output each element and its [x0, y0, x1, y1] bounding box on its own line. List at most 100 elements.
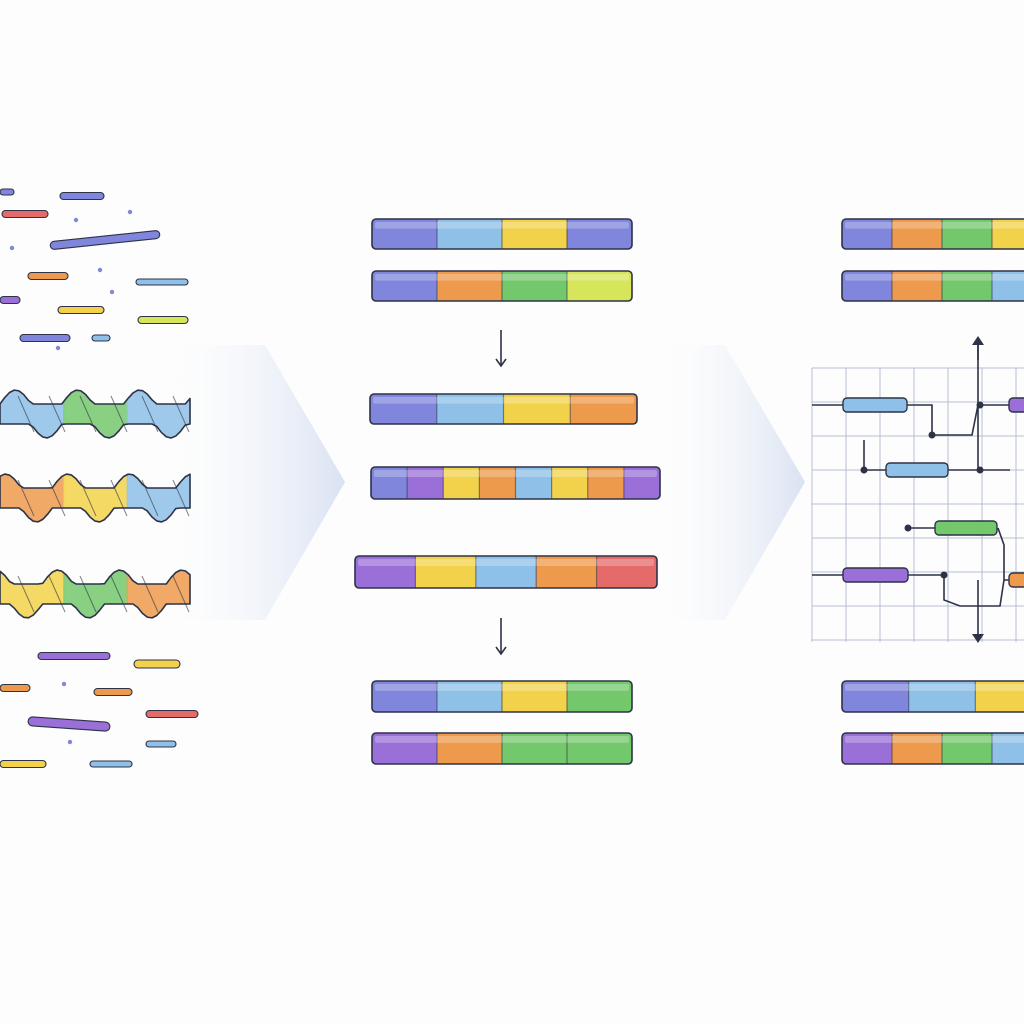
network-down-arrow — [972, 634, 984, 643]
strand-segment — [63, 474, 128, 522]
assembly-strip-top-1 — [371, 218, 633, 250]
connection-wire — [863, 440, 886, 471]
strand-segment — [0, 570, 65, 618]
assembly-strip-bottom-2-segment — [437, 733, 503, 764]
assembly-strip-top-1-segment — [437, 219, 503, 249]
network-node — [934, 520, 998, 536]
assembly-strip-middle-3 — [354, 555, 658, 589]
dna-fragment — [0, 759, 47, 769]
network-strip-top-1-segment — [842, 219, 893, 249]
assembly-strip-bottom-1-segment — [437, 681, 503, 712]
dna-fragment — [57, 305, 105, 315]
network-strip-top-1-segment — [992, 219, 1024, 249]
network-node — [1008, 572, 1024, 588]
assembly-strip-middle-2-segment — [443, 467, 480, 499]
assembly-strip-middle-1-segment — [370, 394, 438, 424]
dna-fragment — [27, 271, 69, 281]
network-up-arrow — [972, 336, 984, 360]
assembly-strip-middle-1-segment — [570, 394, 637, 424]
assembly-strip-top-2-segment — [502, 271, 568, 301]
fragment-dot — [97, 267, 103, 273]
dna-fragment — [0, 188, 15, 196]
network-node — [842, 567, 909, 583]
dna-fragment — [19, 333, 71, 343]
assembly-strip-middle-3-segment — [596, 556, 657, 588]
flow-chevron-1 — [150, 345, 345, 620]
network-strip-top-2-segment — [892, 271, 943, 301]
network-strip-top-2-segment — [942, 271, 993, 301]
network-node — [842, 397, 908, 413]
dna-fragment — [1, 209, 49, 219]
dna-fragment — [133, 659, 181, 669]
assembly-strip-middle-3-segment — [355, 556, 416, 588]
network-strip-top-2-segment — [842, 271, 893, 301]
connection-wire — [907, 404, 1010, 436]
assembly-strip-bottom-1-segment — [502, 681, 568, 712]
assembly-strip-bottom-1-segment — [372, 681, 438, 712]
dna-fragment — [93, 687, 133, 697]
dna-fragment — [145, 740, 177, 748]
assembly-strip-middle-1 — [369, 393, 638, 425]
assembly-strip-bottom-2 — [371, 732, 633, 765]
network-strip-bottom-1-segment — [908, 681, 976, 712]
network-strip-bottom-2-segment — [992, 733, 1024, 764]
network-strip-top-1-segment — [942, 219, 993, 249]
dna-fragment — [135, 278, 189, 286]
network-strip-bottom-2-segment — [842, 733, 893, 764]
fragment-dot — [127, 209, 133, 215]
dna-fragment — [89, 760, 133, 768]
assembly-strip-middle-2-segment — [371, 467, 408, 499]
flow-chevron-2 — [650, 345, 805, 620]
strand-segment — [0, 390, 65, 438]
assembly-strip-bottom-1-segment — [567, 681, 632, 712]
fragment-dot — [109, 289, 115, 295]
fragment-dot — [67, 739, 73, 745]
down-arrow-1 — [495, 330, 507, 368]
assembly-strip-bottom-2-segment — [567, 733, 632, 764]
network-strip-top-1-segment — [892, 219, 943, 249]
assembly-strip-bottom-2-segment — [502, 733, 568, 764]
dna-fragment — [37, 651, 111, 661]
assembly-strip-top-2-segment — [372, 271, 438, 301]
dna-fragment — [91, 334, 111, 342]
assembly-strip-middle-2-segment — [587, 467, 625, 499]
assembly-strip-middle-2-segment — [515, 467, 553, 499]
junction-dot — [904, 524, 912, 532]
dna-fragment — [0, 683, 31, 693]
assembly-strip-middle-3-segment — [536, 556, 598, 588]
connection-wire — [943, 575, 1005, 607]
fragment-dot — [55, 345, 61, 351]
assembly-strip-middle-2-segment — [479, 467, 516, 499]
fragment-dot — [61, 681, 67, 687]
dna-fragment — [27, 716, 111, 732]
dna-fragment — [145, 709, 199, 719]
assembly-strip-top-1-segment — [567, 219, 632, 249]
assembly-strip-middle-1-segment — [436, 394, 504, 424]
assembly-strip-bottom-2-segment — [372, 733, 438, 764]
assembly-strip-top-2 — [371, 270, 633, 302]
junction-dot — [976, 466, 984, 474]
network-strip-top-2-segment — [992, 271, 1024, 301]
assembly-panel — [354, 218, 661, 765]
network-strip-top-2 — [841, 270, 1024, 302]
junction-dot — [928, 431, 936, 439]
network-strip-bottom-2-segment — [892, 733, 943, 764]
assembly-strip-middle-2 — [370, 466, 661, 500]
network-strip-top-1 — [841, 218, 1024, 250]
network-connections — [812, 345, 1024, 636]
dna-fragment — [59, 191, 105, 201]
assembly-strip-middle-3-segment — [415, 556, 477, 588]
assembly-strip-middle-2-segment — [407, 467, 444, 499]
assembly-strip-top-2-segment — [437, 271, 503, 301]
fragment-dot — [9, 245, 15, 251]
down-arrow-2 — [495, 618, 507, 656]
assembly-strip-top-2-segment — [567, 271, 632, 301]
network-node — [1008, 397, 1024, 413]
assembly-strip-top-1-segment — [502, 219, 568, 249]
network-strip-bottom-1-segment — [842, 681, 910, 712]
assembly-strip-middle-2-segment — [551, 467, 589, 499]
dna-fragment — [0, 295, 21, 305]
dna-fragment — [49, 230, 161, 250]
